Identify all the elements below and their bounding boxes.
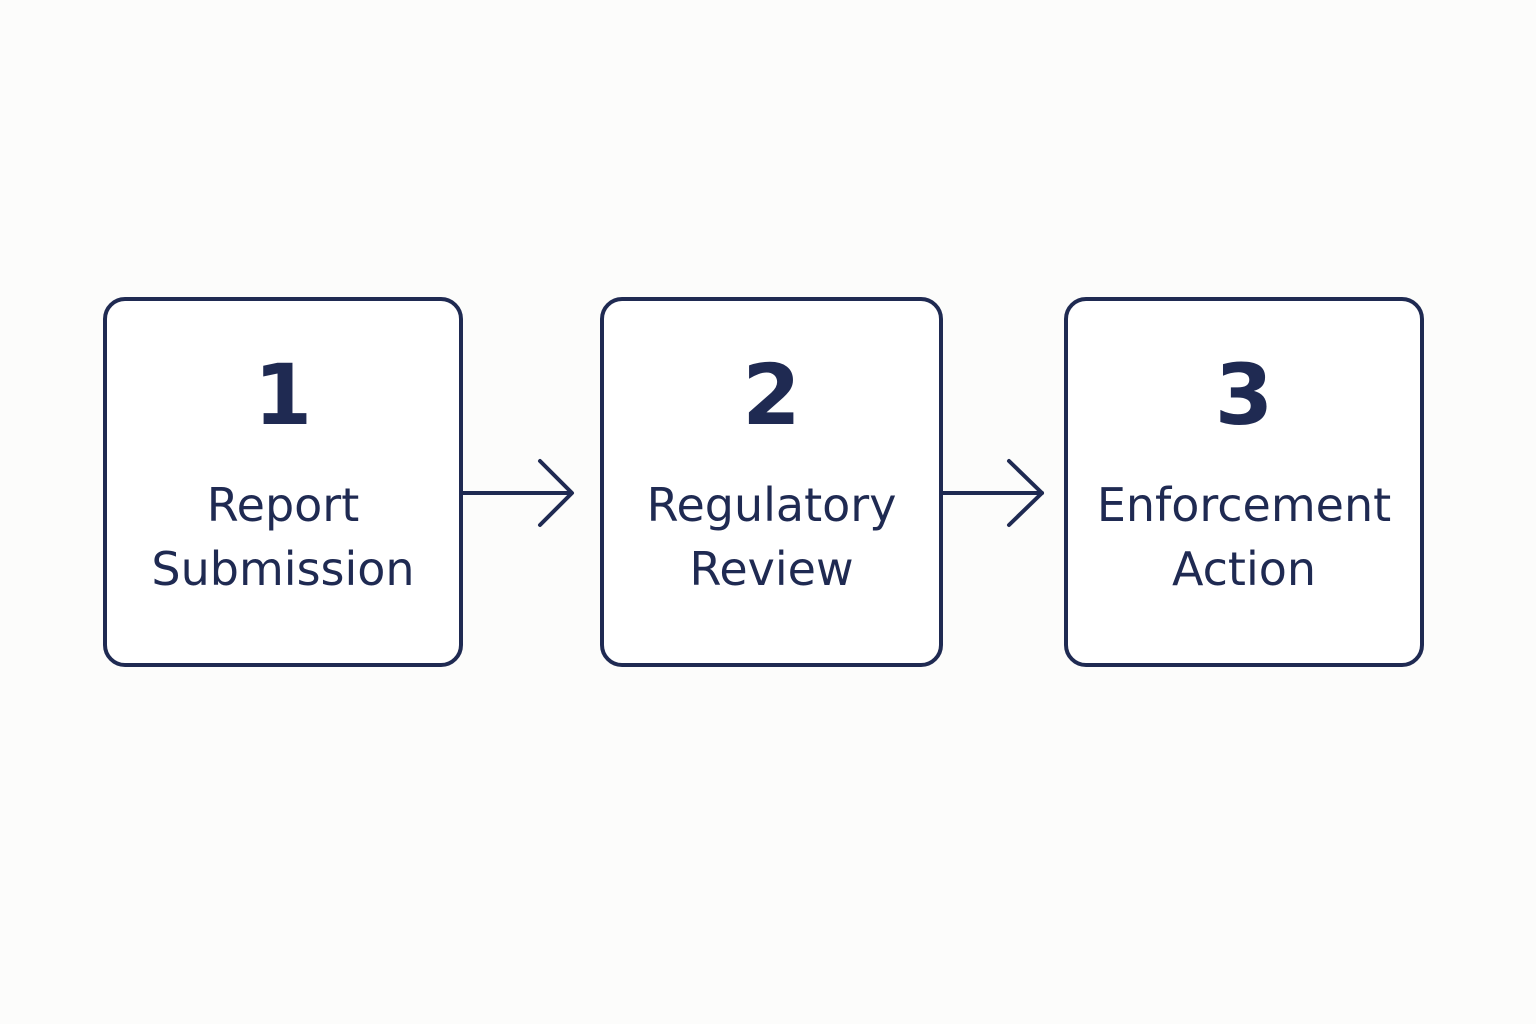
step-label-line: Submission (151, 542, 415, 596)
step-box-enforcement-action: 3 Enforcement Action (1064, 297, 1424, 667)
step-number: 1 (253, 346, 313, 444)
step-label-line: Action (1171, 542, 1317, 596)
step-label-line: Review (689, 542, 854, 596)
step-box-regulatory-review: 2 Regulatory Review (600, 297, 943, 667)
step-label: Report Submission (151, 473, 414, 601)
step-number: 2 (742, 346, 801, 444)
step-label: Regulatory Review (647, 473, 897, 601)
arrow-right-icon (463, 459, 574, 527)
arrow-right-icon (943, 459, 1044, 527)
step-label-line: Regulatory (646, 478, 897, 532)
step-label-line: Report (206, 478, 360, 532)
step-number: 3 (1214, 346, 1274, 444)
step-label-line: Enforcement (1096, 478, 1392, 532)
step-label: Enforcement Action (1097, 473, 1391, 601)
step-box-report-submission: 1 Report Submission (103, 297, 463, 667)
